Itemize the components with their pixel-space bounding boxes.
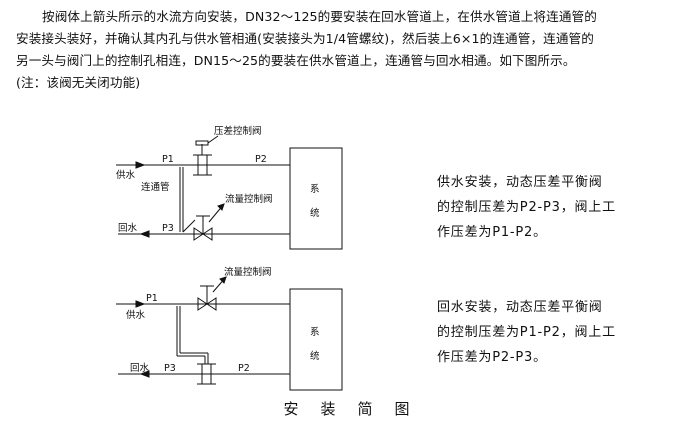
supply-flow-arrow-2 xyxy=(135,300,146,308)
note2-line-1: 回水安装，动态压差平衡阀 xyxy=(437,300,603,315)
system-text-1a: 系 xyxy=(310,184,320,195)
label-connect-tube-1: 连通管 xyxy=(141,181,170,193)
instruction-line-3: 另一头与阀门上的控制孔相连，DN15～25的要装在供水管道上，连通管与回水相通。… xyxy=(16,53,576,68)
system-box-1 xyxy=(289,147,343,250)
supply-install-note: 供水安装，动态压差平衡阀 的控制压差为P2-P3，阀上工 作压差为P1-P2。 xyxy=(437,170,616,245)
label-flow-valve-1: 流量控制阀 xyxy=(225,193,273,205)
system-text-2b: 统 xyxy=(310,350,320,362)
flow-valve-1 xyxy=(193,203,225,241)
figure-caption: 安装简图 xyxy=(283,400,432,418)
label-p3-2: P3 xyxy=(164,363,176,374)
installation-instructions: 按阀体上箭头所示的水流方向安装，DN32～125的要安装在回水管道上，在供水管道… xyxy=(16,6,690,94)
diagram-supply-install xyxy=(116,135,343,250)
system-text-2a: 系 xyxy=(310,327,320,338)
system-box-2 xyxy=(289,288,343,391)
dp-valve-2 xyxy=(197,363,216,385)
supply-flow-arrow-1 xyxy=(135,161,146,169)
note1-line-2: 的控制压差为P2-P3，阀上工 xyxy=(437,200,616,215)
note2-line-3: 作压差为P2-P3。 xyxy=(437,350,547,365)
note1-line-1: 供水安装，动态压差平衡阀 xyxy=(437,175,603,190)
diagram-return-install xyxy=(116,276,343,391)
instruction-line-1: 按阀体上箭头所示的水流方向安装，DN32～125的要安装在回水管道上，在供水管道… xyxy=(42,9,597,24)
label-return-1: 回水 xyxy=(118,222,138,234)
label-flow-valve-2: 流量控制阀 xyxy=(224,266,272,278)
label-dp-valve-1: 压差控制阀 xyxy=(214,125,262,137)
label-p1-2: P1 xyxy=(146,293,158,304)
label-p2-2: P2 xyxy=(238,363,250,374)
label-p3-1: P3 xyxy=(162,223,174,234)
connect-tube-diag-1 xyxy=(182,219,196,233)
note1-line-3: 作压差为P1-P2。 xyxy=(437,225,547,240)
label-p2-1: P2 xyxy=(255,154,267,165)
note2-line-2: 的控制压差为P1-P2，阀上工 xyxy=(437,325,616,340)
label-return-2: 回水 xyxy=(130,362,150,374)
return-install-note: 回水安装，动态压差平衡阀 的控制压差为P1-P2，阀上工 作压差为P2-P3。 xyxy=(437,295,616,370)
dp-valve-1 xyxy=(193,135,219,176)
label-supply-2: 供水 xyxy=(126,309,146,321)
return-flow-arrow-1 xyxy=(139,230,150,238)
instruction-line-2: 安装接头装好，并确认其内孔与供水管相通(安装接头为1/4管螺纹)，然后装上6×1… xyxy=(16,31,594,46)
return-flow-arrow-2 xyxy=(139,370,150,378)
label-p1-1: P1 xyxy=(162,154,174,165)
label-supply-1: 供水 xyxy=(116,169,136,181)
instruction-note: (注：该阀无关闭功能) xyxy=(16,75,141,90)
system-text-1b: 统 xyxy=(310,207,320,219)
flow-valve-2 xyxy=(197,276,227,311)
